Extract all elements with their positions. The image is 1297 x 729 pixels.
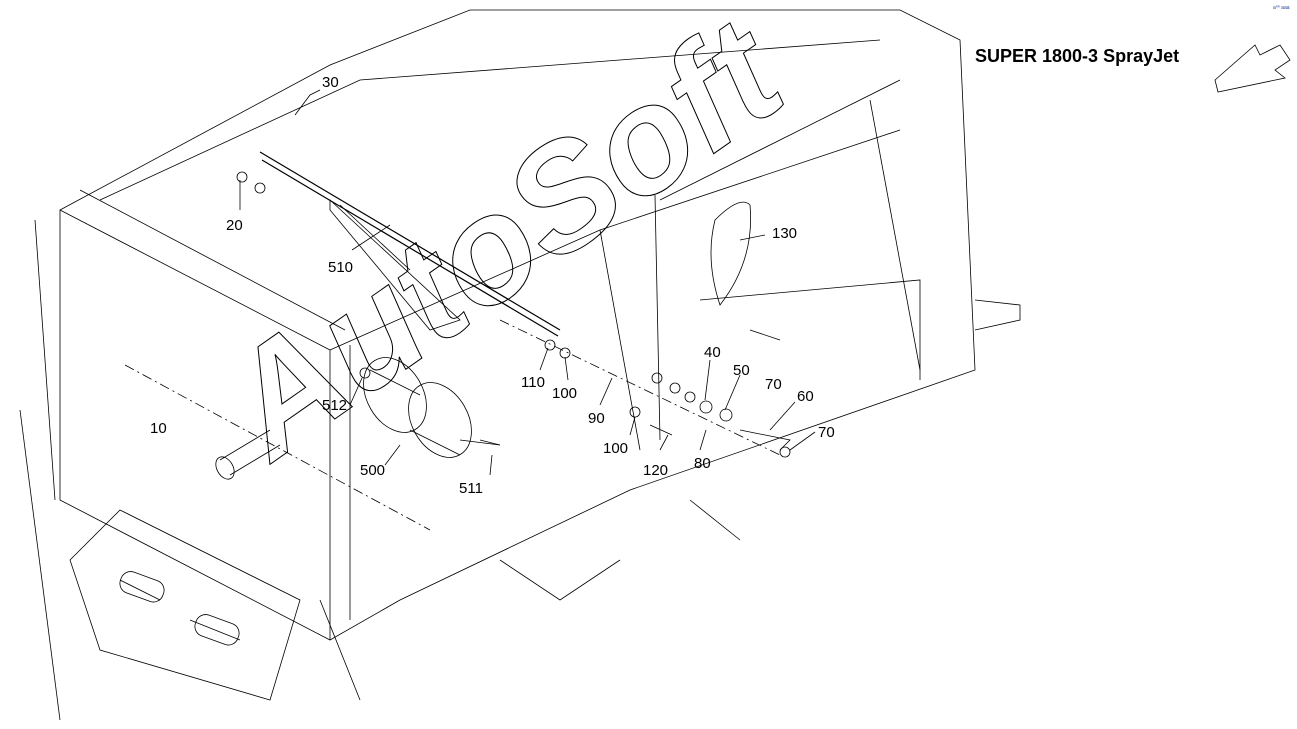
callout-500: 500 xyxy=(360,462,385,479)
callout-110: 110 xyxy=(521,374,545,391)
diagram-title: SUPER 1800-3 SprayJet xyxy=(975,46,1180,66)
callout-50: 50 xyxy=(733,362,750,379)
callout-40: 40 xyxy=(704,344,721,361)
corner-mark: a⁰⁰ aaa xyxy=(1273,5,1290,11)
callout-130: 130 xyxy=(772,225,797,242)
callout-70: 70 xyxy=(765,376,782,393)
arrow-icon xyxy=(1214,44,1291,93)
callout-60: 60 xyxy=(797,388,814,405)
callout-512: 512 xyxy=(322,397,347,414)
callout-510: 510 xyxy=(328,259,353,276)
callout-30: 30 xyxy=(322,74,339,91)
callout-10: 10 xyxy=(150,420,167,437)
callout-100-b: 100 xyxy=(603,440,628,457)
machine-frame xyxy=(19,9,1291,721)
callout-80: 80 xyxy=(694,455,711,472)
callout-511: 511 xyxy=(459,480,483,497)
callout-70-b: 70 xyxy=(818,424,835,441)
callout-120: 120 xyxy=(643,462,668,479)
callout-90: 90 xyxy=(588,410,605,427)
callout-100: 100 xyxy=(552,385,577,402)
callouts: 10 20 30 40 50 60 70 70 80 90 100 100 11… xyxy=(150,74,835,497)
callout-20: 20 xyxy=(226,217,243,234)
